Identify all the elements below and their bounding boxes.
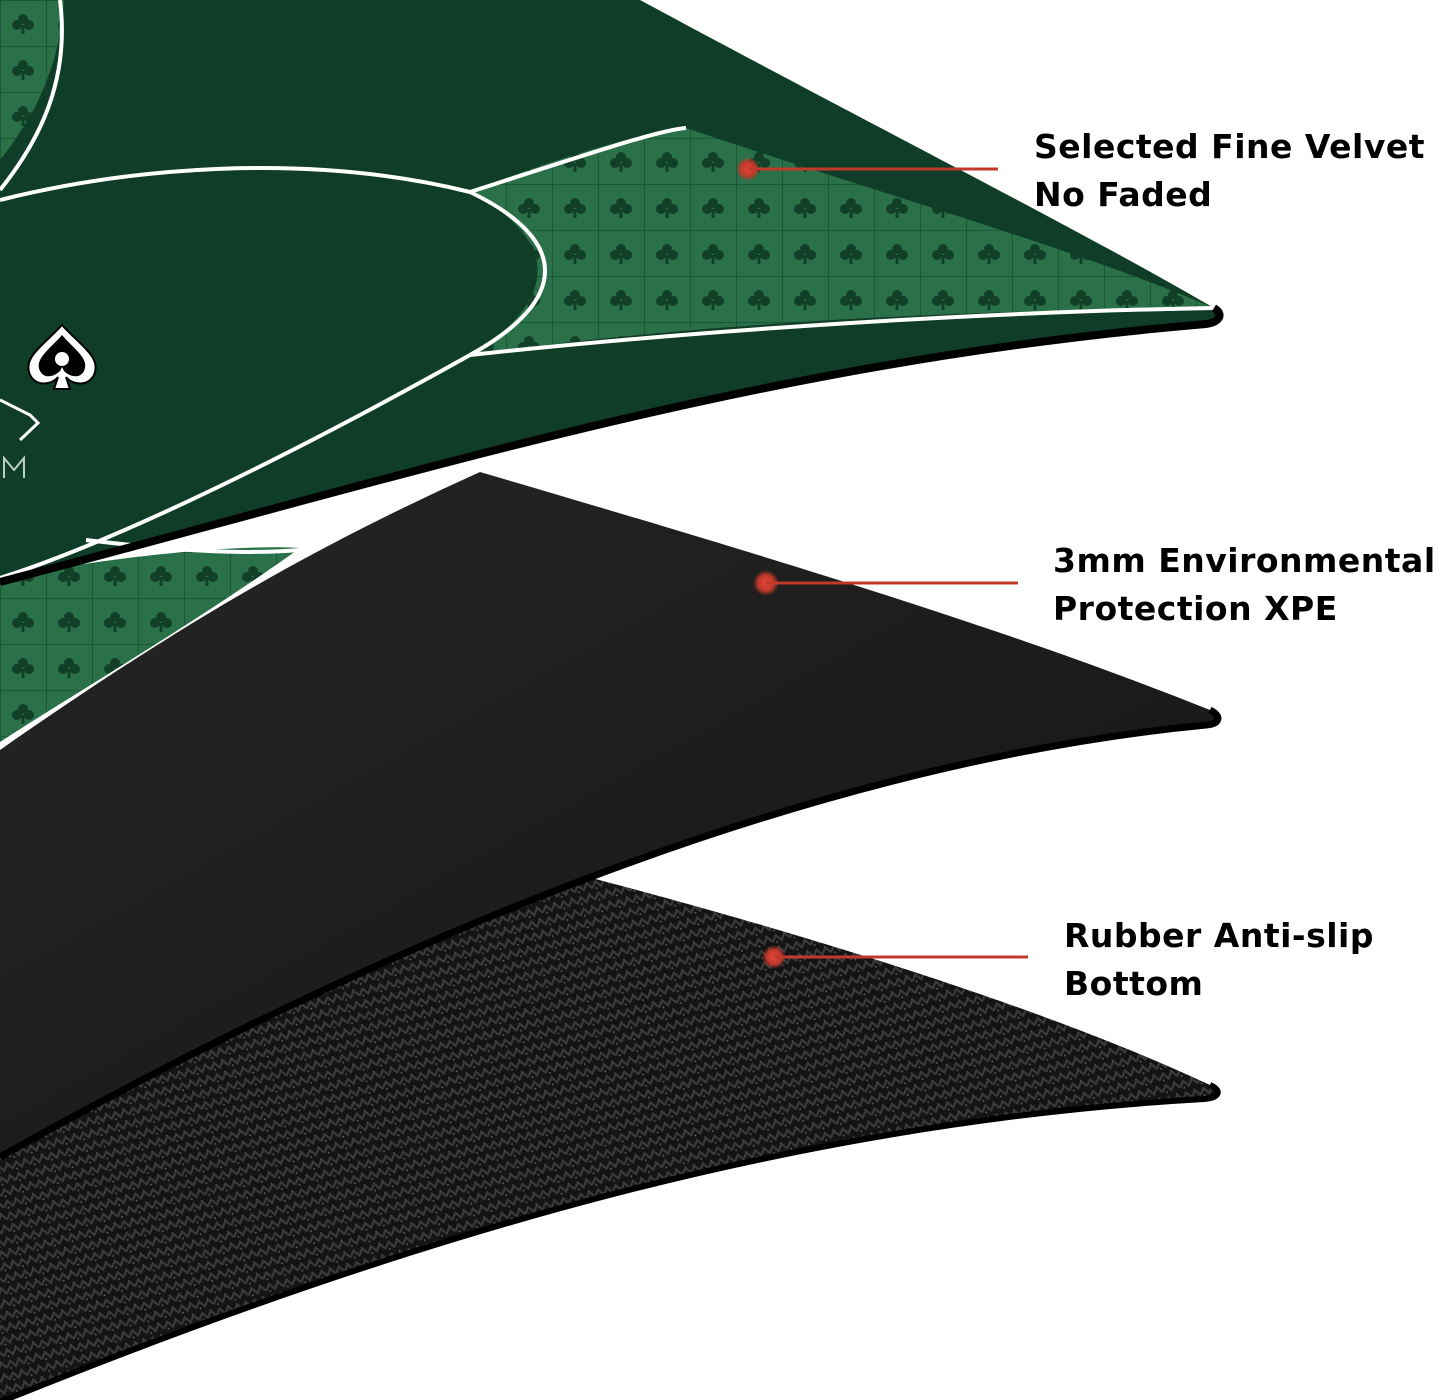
xpe-label-line2: Protection XPE [1053,589,1338,628]
velvet-label-line1: Selected Fine Velvet [1034,127,1425,166]
callout-velvet [736,157,998,181]
rubber-label-line1: Rubber Anti-slip [1064,916,1374,955]
callout-xpe [753,570,1018,596]
rubber-layer-label: Rubber Anti-slip Bottom [1064,912,1374,1008]
foam-layer [0,472,1222,1161]
xpe-layer-label: 3mm Environmental Protection XPE [1053,537,1436,633]
spade-logo-icon [27,323,97,390]
rubber-label-line2: Bottom [1064,964,1204,1003]
callout-rubber [762,945,1028,969]
felt-layer [0,0,1224,742]
xpe-label-line1: 3mm Environmental [1053,541,1436,580]
velvet-layer-label: Selected Fine Velvet No Faded [1034,123,1425,219]
velvet-label-line2: No Faded [1034,175,1213,214]
